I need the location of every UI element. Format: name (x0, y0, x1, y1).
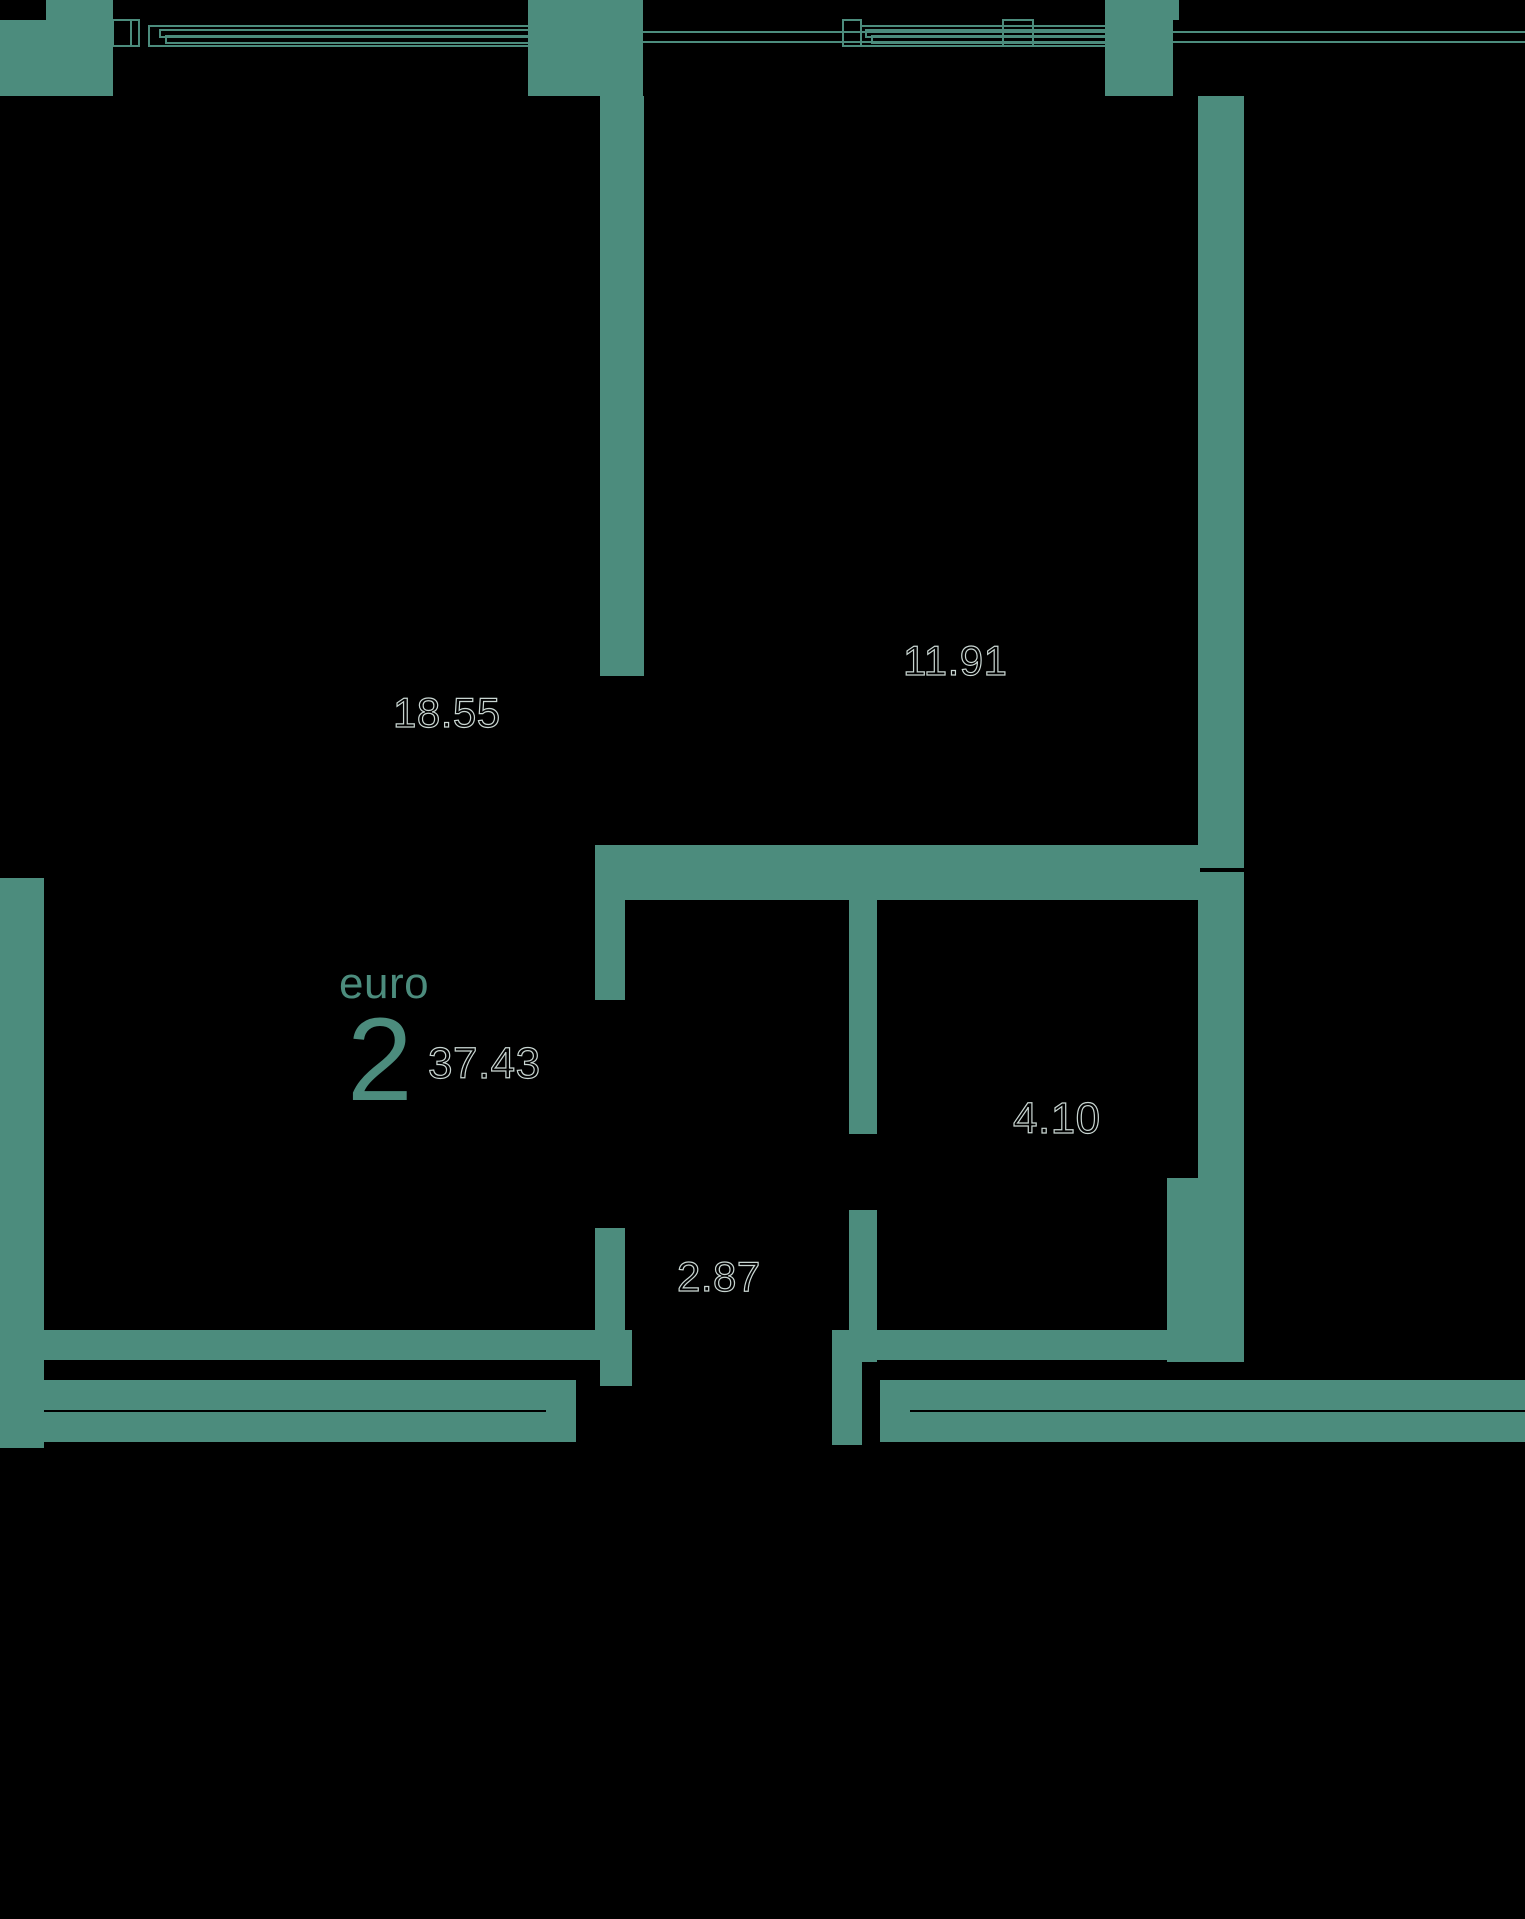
wall-bedroom-bottom (600, 845, 1200, 875)
wall-balcony-right-bottom (880, 1412, 1525, 1442)
wall-balcony-left-bottom (0, 1412, 576, 1442)
window-right-frame (860, 25, 1124, 47)
wall-top-mid-pier (528, 0, 643, 96)
wall-top-edge (0, 0, 1525, 20)
window-right-sash-b (871, 35, 1119, 44)
wall-left-outer (0, 878, 44, 1448)
wall-right-bedroom (1198, 96, 1244, 868)
window-left-sash-b (165, 35, 567, 44)
wall-center-upper-top (600, 96, 644, 380)
window-left-post (130, 19, 140, 47)
wall-group (0, 0, 1525, 1448)
balcony-door-marker-left (59, 1387, 77, 1405)
wall-bath-top (620, 872, 1200, 900)
balcony-door-marker-right (1190, 1386, 1208, 1404)
wall-top-right-pier (1105, 0, 1173, 96)
wall-right-lower-upper (1198, 872, 1244, 1172)
wall-balcony-left-top (0, 1380, 576, 1410)
wall-bath-bottom (832, 1330, 1172, 1360)
wall-living-bottom-pier (600, 1330, 632, 1386)
wall-top-left-pier (46, 0, 113, 96)
wall-living-bottom (44, 1330, 632, 1360)
wall-bath-bottom-left-pier (832, 1330, 862, 1445)
window-right (842, 19, 1525, 47)
wall-right-lower (1198, 1172, 1244, 1362)
wall-top-right-tick (1173, 0, 1179, 20)
wall-center-upper-thin (600, 380, 626, 676)
wall-living-midline (44, 730, 600, 734)
wall-right-inner-pier (1167, 1178, 1198, 1362)
wall-bath-left-upper (849, 872, 877, 1134)
